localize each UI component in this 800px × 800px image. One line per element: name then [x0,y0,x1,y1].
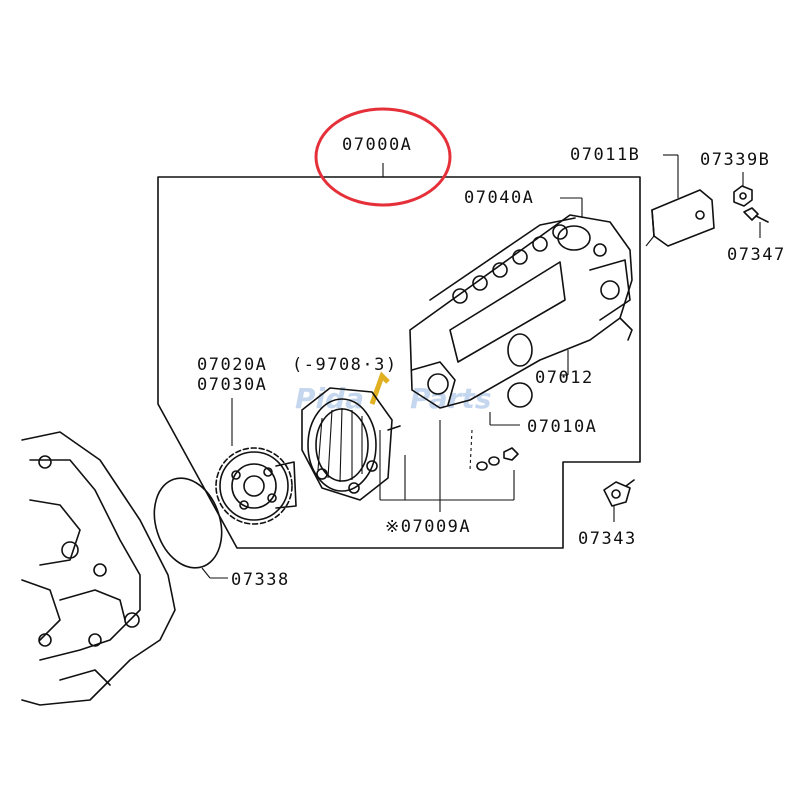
label-07009A: ※07009A [385,517,471,537]
o-ring-illustration [153,477,223,569]
gear-illustration [215,447,297,525]
label-07343: 07343 [578,529,637,549]
label-07011B: 07011B [570,145,640,165]
label-07040A: 07040A [464,188,534,208]
washers-illustration [469,429,519,471]
bolt-illustration [743,207,769,223]
assembly-boundary [157,176,641,549]
flange-housing-illustration [301,387,401,501]
leader-lines [379,197,583,512]
injection-pump-illustration [409,214,633,409]
watermark: Pida Parts [295,371,491,415]
bracket-illustration [645,189,715,247]
nut-illustration [733,185,753,207]
label-07030A: 07030A [197,375,267,395]
label-date-note: (-9708·3) [292,355,398,375]
label-07000A: 07000A [342,135,412,155]
svg-text:Parts: Parts [410,382,491,415]
label-07010A: 07010A [527,417,597,437]
highlight-circle [314,107,452,207]
banjo-fitting-illustration [603,479,635,507]
label-07012: 07012 [535,368,594,388]
label-07020A: 07020A [197,355,267,375]
svg-text:Pida: Pida [295,382,364,415]
label-07338: 07338 [231,570,290,590]
engine-housing-illustration [21,431,176,706]
label-07339B: 07339B [700,150,770,170]
label-07347: 07347 [727,245,786,265]
